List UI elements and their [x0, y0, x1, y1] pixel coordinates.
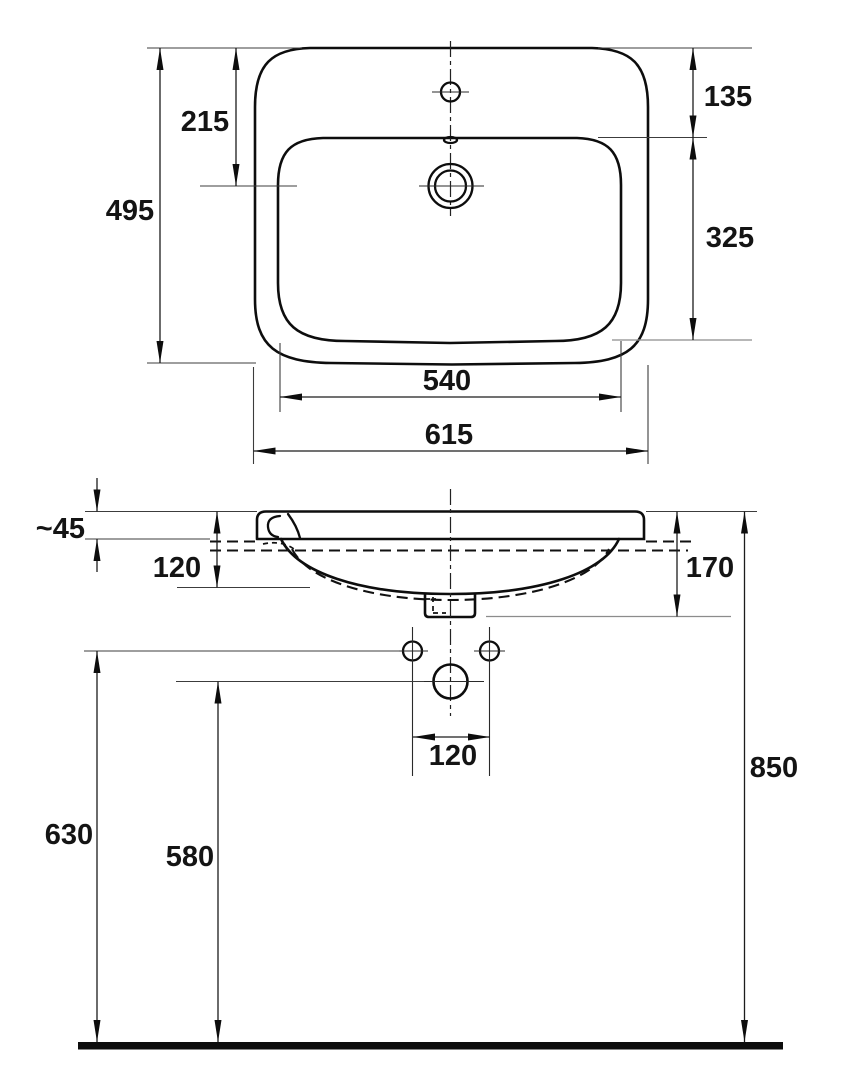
dim-fixing-hole-spacing: 120 [413, 733, 490, 772]
floor-line [78, 1042, 783, 1050]
dim-label-rim-height: 850 [750, 752, 798, 784]
tap-hole [432, 81, 469, 103]
dim-bowl-width: 540 [280, 365, 621, 401]
dim-rim-height: 850 [741, 511, 798, 1042]
rim-profile [255, 510, 646, 541]
dim-label-height-below-rim: 170 [686, 552, 734, 584]
waste-outlet-hole [423, 663, 484, 700]
dim-label-bowl-back-offset: 135 [704, 81, 752, 113]
dim-label-overall-depth: 495 [106, 195, 154, 227]
dim-label-bowl-depth-front: 120 [153, 552, 201, 584]
fixing-hole-left [397, 627, 428, 776]
fixing-hole-right [474, 627, 505, 776]
basin-bowl-outline [276, 136, 623, 345]
dim-outlet-height: 580 [166, 681, 222, 1042]
dim-label-fixing-hole-spacing: 120 [429, 740, 477, 772]
dim-overall-depth: 495 [106, 48, 164, 363]
dim-rim-above-counter: ~45 [36, 478, 101, 572]
front-view: ~45 120 170 120 630 [36, 478, 798, 1050]
dim-drain-offset: 215 [181, 48, 240, 186]
dim-bowl-depth: 325 [689, 137, 754, 340]
overflow-channel-detail [262, 512, 302, 550]
top-view: 495 215 135 325 540 [106, 41, 754, 464]
drain-hole [419, 162, 484, 210]
dim-label-bowl-width: 540 [423, 365, 471, 397]
basin-outer-outline [253, 46, 650, 366]
dim-label-drain-offset: 215 [181, 106, 229, 138]
overflow-slot [442, 135, 459, 145]
bowl-hidden-line [291, 548, 610, 602]
dim-label-rim-above-counter: ~45 [36, 513, 85, 545]
dim-label-bowl-depth: 325 [706, 222, 754, 254]
dim-label-fixing-hole-height: 630 [45, 819, 93, 851]
dim-fixing-hole-height: 630 [45, 651, 101, 1042]
dim-label-outlet-height: 580 [166, 841, 214, 873]
dim-label-overall-width: 615 [425, 419, 473, 451]
dim-bowl-back-offset: 135 [689, 48, 752, 138]
dim-overall-width: 615 [253, 419, 648, 455]
dim-bowl-depth-front: 120 [153, 511, 221, 588]
dim-height-below-rim: 170 [673, 511, 734, 617]
